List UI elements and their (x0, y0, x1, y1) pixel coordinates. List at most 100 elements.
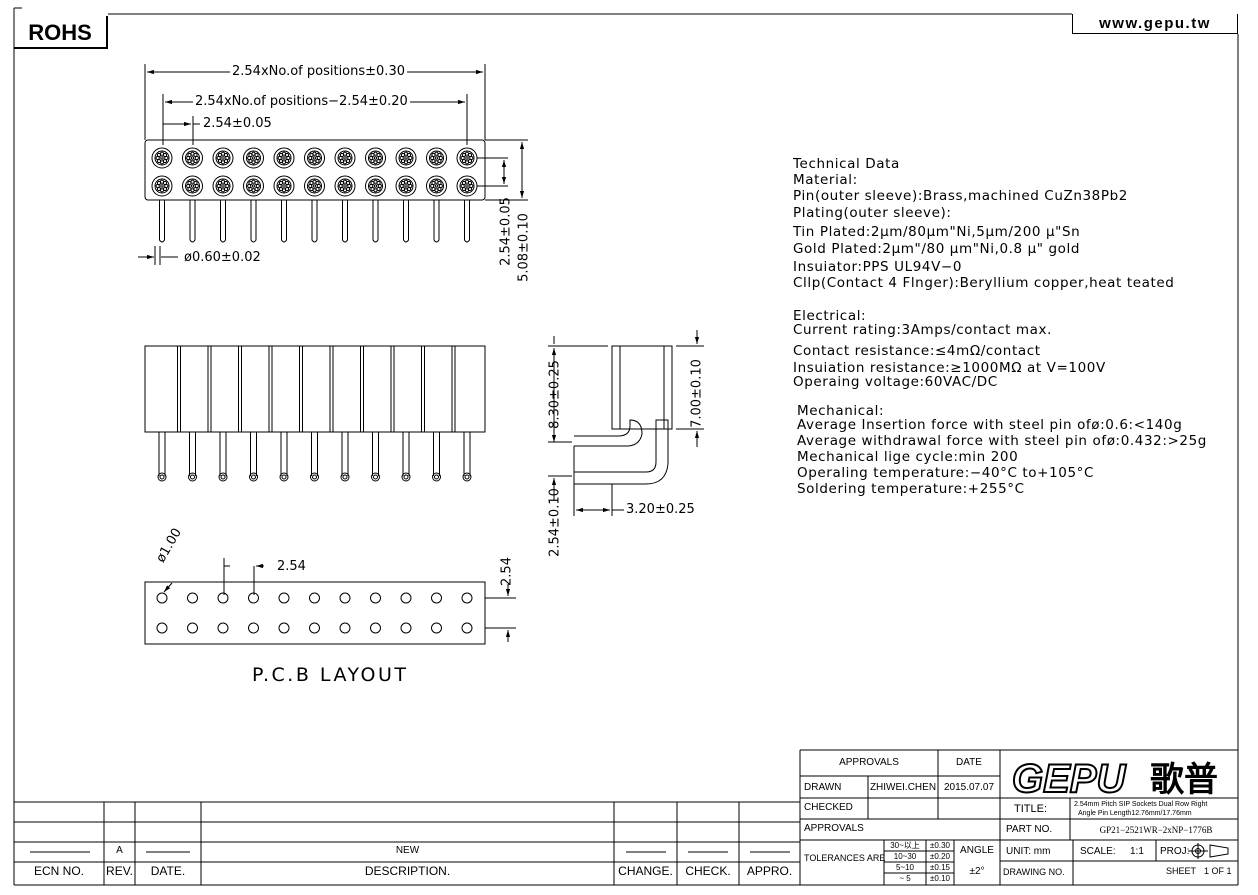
sheet-value: 1 OF 1 (1204, 866, 1232, 876)
pin-leg (159, 200, 165, 243)
top-view (138, 64, 528, 265)
date-header: DATE. (150, 864, 186, 878)
socket-hole-icon (456, 147, 478, 169)
pcb-hole-icon (187, 592, 198, 604)
pcb-holes (156, 592, 473, 634)
dim-side-pin-offset: 2.54±0.10 (547, 488, 563, 557)
title-label: TITLE: (1014, 803, 1048, 815)
socket-hole-icon (304, 175, 325, 197)
tech-line: Operaling temperature:−40°C to+105°C (797, 465, 1095, 481)
tech-line: Cllp(Contact 4 Flnger):Beryllium copper,… (793, 275, 1175, 291)
front-pin (462, 432, 472, 482)
front-pin (249, 432, 258, 482)
tech-line: Tin Plated:2μm/80μm"Ni,5μm/200 μ"Sn (793, 224, 1081, 240)
tech-line: Average Insertion force with steel pin o… (797, 417, 1183, 433)
front-pin (401, 432, 411, 482)
logo-cn-text: 歌普 (1150, 760, 1218, 800)
socket-hole-icon (426, 175, 447, 197)
front-pin (432, 432, 441, 482)
dim-row-pitch: 2.54±0.05 (498, 197, 514, 266)
tol-value: ±0.15 (930, 863, 950, 872)
socket-hole-icon (243, 147, 264, 169)
appro-header: APPRO. (746, 864, 793, 878)
dim-side-pin-length: 3.20±0.25 (626, 502, 695, 517)
pin-leg (403, 200, 409, 243)
dim-pcb-pitch-y: 2.54 (499, 557, 515, 586)
socket-hole-icon (212, 175, 234, 197)
pcb-hole-icon (370, 622, 381, 634)
pin-leg (281, 200, 287, 243)
tech-line: Mechanical lige cycle:min 200 (797, 449, 1019, 465)
socket-hole-icon (304, 147, 325, 169)
website-label: www.gepu.tw (1072, 14, 1238, 34)
dim-pitch: 2.54±0.05 (203, 116, 272, 131)
pcb-hole-icon (400, 622, 412, 634)
tech-line: Plating(outer sleeve): (793, 205, 952, 221)
pcb-hole-icon (187, 622, 198, 634)
dim-side-height-total: 8.30±0.25 (547, 360, 563, 429)
tol-range: 10~30 (893, 852, 917, 861)
tech-line: Gold Plated:2μm"/80 μm"Ni,0.8 μ" gold (793, 241, 1081, 257)
socket-hole-icon (395, 147, 417, 169)
tol-value: ±0.30 (930, 841, 950, 850)
tol-value: ±0.10 (930, 874, 950, 883)
socket-hole-icon (273, 147, 295, 169)
dim-inner-length: 2.54xNo.of positions−2.54±0.20 (193, 94, 410, 109)
pcb-hole-icon (156, 592, 168, 604)
pcb-hole-icon (431, 622, 442, 634)
dim-pcb-pitch-x: 2.54 (277, 559, 306, 574)
ecn-no-header: ECN NO. (33, 864, 84, 878)
pcb-hole-icon (217, 622, 229, 634)
pin-leg (342, 200, 348, 243)
logo-text: GEPU (1012, 757, 1126, 801)
tech-line: Contact resistance:≤4mΩ/contact (793, 343, 1041, 359)
rev-header: REV. (106, 864, 133, 878)
pcb-hole-icon (461, 622, 473, 634)
drawn-label: DRAWN (804, 782, 842, 793)
part-no-label: PART NO. (1006, 824, 1053, 835)
socket-hole-icon (212, 147, 234, 169)
tol-range: 30~以上 (890, 841, 920, 850)
tech-line: Operaing voltage:60VAC/DC (793, 374, 998, 390)
proj-label: PROJ: (1160, 846, 1190, 857)
front-pin (310, 432, 319, 482)
front-pin (279, 432, 289, 482)
checked-label: CHECKED (804, 802, 853, 813)
socket-hole-icon (334, 147, 356, 169)
dim-body-width: 5.08±0.10 (516, 213, 532, 282)
top-socket-holes (151, 147, 478, 197)
pcb-hole-icon (278, 622, 290, 634)
front-pin (218, 432, 228, 482)
front-view-pins (157, 432, 472, 482)
pcb-layout (144, 558, 516, 645)
pcb-hole-icon (309, 592, 320, 604)
tech-line: Insuiation resistance:≥1000MΩ at V=100V (793, 360, 1106, 376)
pin-leg (433, 200, 440, 243)
tech-line: Average withdrawal force with steel pin … (797, 433, 1207, 449)
top-view-pins (159, 200, 470, 243)
tech-line: Electrical: (793, 308, 867, 324)
socket-hole-icon (182, 147, 203, 169)
part-no-value: GP21−2521WR−2xNP−1776B (1099, 825, 1213, 835)
change-header: CHANGE. (618, 864, 673, 878)
pin-leg (372, 200, 379, 243)
unit-label: UNIT: mm (1006, 846, 1051, 857)
socket-hole-icon (151, 175, 173, 197)
pin-leg (464, 200, 470, 243)
rohs-badge: ROHS (14, 16, 108, 49)
rev-value: A (116, 845, 123, 856)
tech-line: Mechanical: (797, 403, 885, 419)
title-line-1: 2.54mm Pitch SIP Sockets Dual Row Right (1074, 801, 1208, 808)
tech-line: Current rating:3Amps/contact max. (793, 322, 1052, 338)
sheet-border (13, 7, 1239, 886)
socket-hole-icon (151, 147, 173, 169)
title-line-2: Angle Pin Length12.76mm/17.76mm (1078, 810, 1192, 817)
pin-leg (220, 200, 226, 243)
pcb-hole-icon (217, 592, 229, 604)
socket-hole-icon (334, 175, 356, 197)
tech-line: Material: (793, 172, 858, 188)
drawn-date: 2015.07.07 (943, 782, 995, 793)
front-view-dividers (177, 346, 456, 432)
date-header-tb: DATE (956, 757, 982, 768)
